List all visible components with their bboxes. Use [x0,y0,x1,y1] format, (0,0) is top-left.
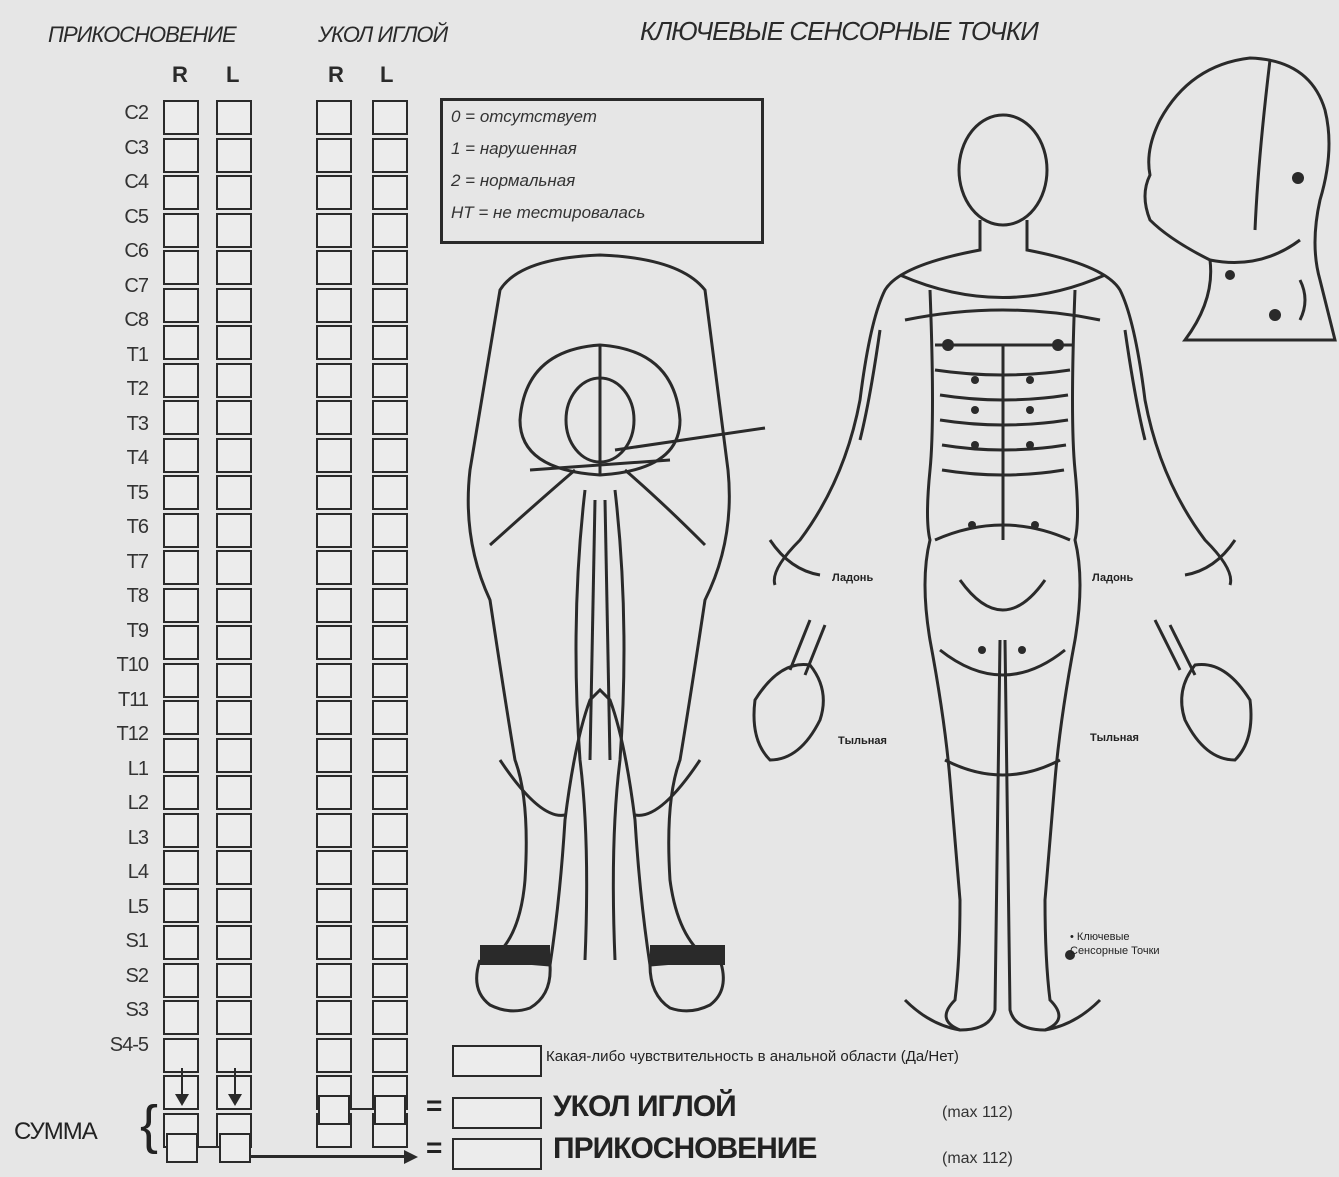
key-points-note-dot: • [1070,931,1077,943]
palm-right-label: Ладонь [1092,572,1133,584]
pin-equals-mark: = [426,1090,442,1122]
pin-max-label: (max 112) [942,1104,1013,1122]
touch-right-arrowhead [175,1094,189,1106]
touch-equals-mark: = [426,1132,442,1164]
touch-total-connector [198,1146,219,1148]
touch-max-label: (max 112) [942,1150,1013,1168]
palm-left-label: Ладонь [832,572,873,584]
pin-total-connector [350,1108,374,1110]
touch-left-total-box[interactable] [219,1133,251,1163]
anal-sensation-box[interactable] [452,1045,542,1077]
dorsum-left-label: Тыльная [838,735,887,747]
key-points-note-text: Ключевые Сенсорные Точки [1070,931,1160,957]
dorsum-right-label: Тыльная [1090,732,1139,744]
touch-total-box[interactable] [452,1138,542,1170]
sum-label: СУММА [14,1118,97,1146]
touch-total-arrowhead [404,1150,418,1164]
touch-total-label: ПРИКОСНОВЕНИЕ [553,1132,816,1166]
sum-brace: { [140,1098,158,1152]
posterior-body-figure [468,255,765,1011]
pin-total-box[interactable] [452,1097,542,1129]
pin-total-label: УКОЛ ИГЛОЙ [553,1090,736,1124]
anal-sensation-label: Какая-либо чувствительность в анальной о… [546,1048,959,1065]
touch-total-arrow-line [251,1155,411,1158]
head-side-figure [1145,58,1335,340]
pin-right-total-box[interactable] [318,1095,350,1125]
anterior-body-figure [754,115,1251,1030]
pin-left-total-box[interactable] [374,1095,406,1125]
touch-right-total-box[interactable] [166,1133,198,1163]
key-points-note: • Ключевые Сенсорные Точки [1070,930,1190,958]
touch-left-arrowhead [228,1094,242,1106]
